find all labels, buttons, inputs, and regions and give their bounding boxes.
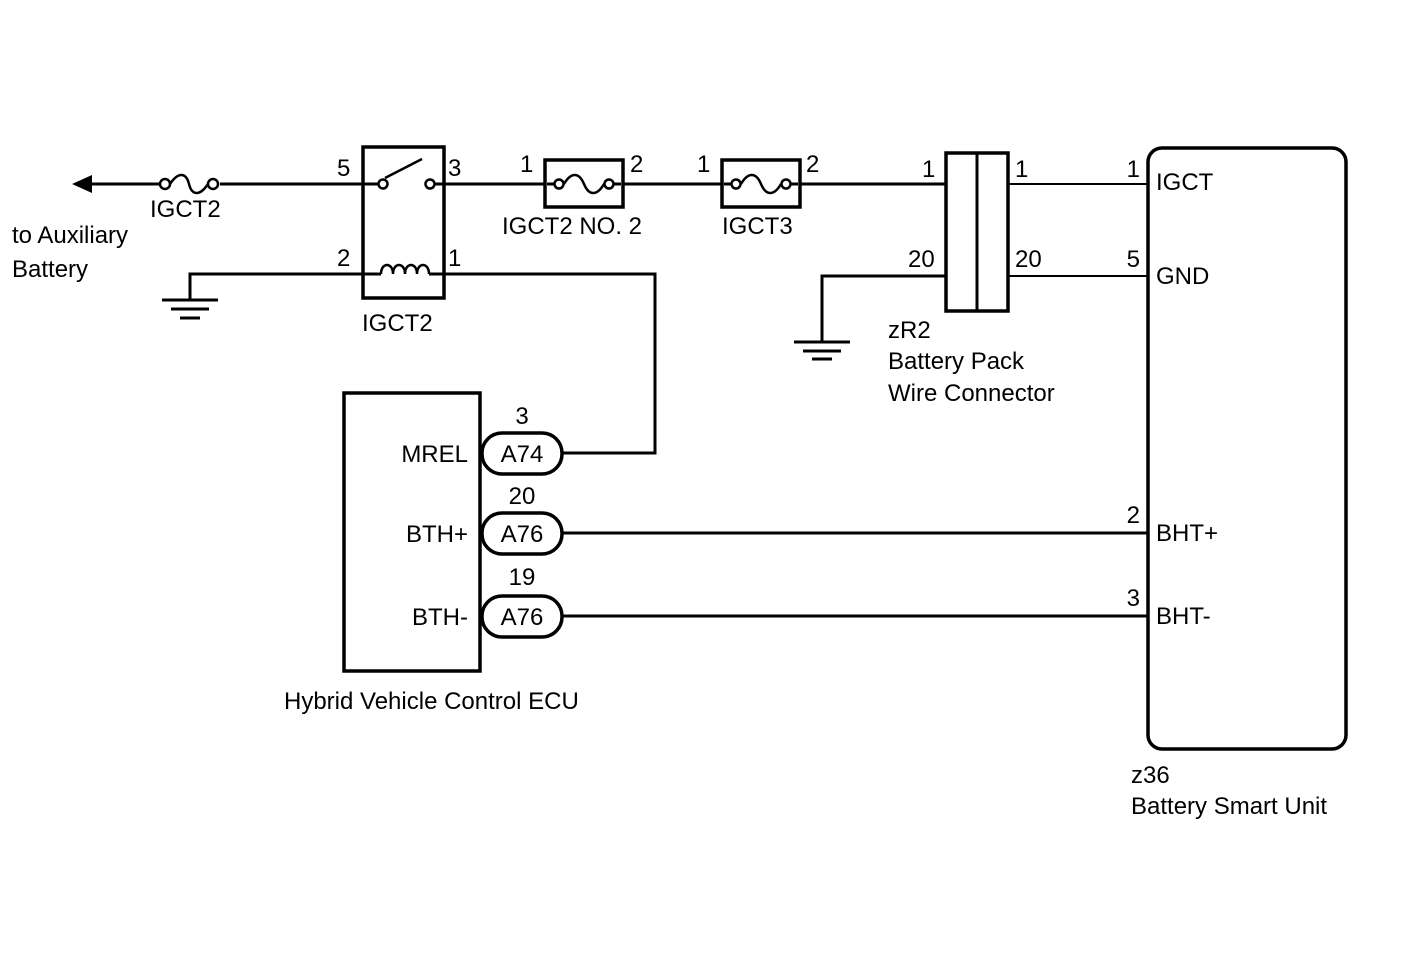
bsu-signal-igct: IGCT [1156, 169, 1214, 196]
fuse-icon [547, 173, 621, 195]
connector-pill [480, 511, 564, 556]
ecu-pin-mrel: 3 [515, 403, 528, 430]
relay-pin-5: 5 [337, 155, 350, 182]
wires [90, 182, 1148, 618]
wire-connector-ground [820, 274, 946, 342]
fuse-igct2-no2-label: IGCT2 NO. 2 [502, 213, 642, 240]
battery-smart-unit-box [1146, 146, 1348, 751]
relay-pin-3: 3 [448, 155, 461, 182]
wire-relay-coil-ground [188, 272, 365, 300]
wire-relay-to-mrel [443, 272, 657, 455]
aux-battery-label-2: Battery [12, 256, 88, 283]
fuse-igct2-no2 [543, 158, 625, 209]
ecu-signal-bth-minus: BTH- [412, 604, 468, 631]
ecu-pin-bth-plus: 20 [509, 483, 536, 510]
ecu-signal-mrel: MREL [401, 441, 468, 468]
switch-contact-icon [377, 178, 389, 190]
ecu-connector-bth-minus: A76 [501, 604, 544, 631]
ecu-connector-bth-plus: A76 [501, 521, 544, 548]
connector-id: zR2 [888, 317, 931, 344]
fuse-igct3-pin-1: 1 [697, 151, 710, 178]
connector-pin-20-right: 20 [1015, 246, 1042, 273]
fuse-box [720, 158, 802, 209]
connector-name-2: Wire Connector [888, 380, 1055, 407]
relay [361, 145, 446, 300]
bsu-pin-bht-minus: 3 [1127, 585, 1140, 612]
relay-pin-2: 2 [337, 245, 350, 272]
fuse-no2-pin-1: 1 [520, 151, 533, 178]
relay-coil-icon [365, 263, 443, 276]
fuse-box [543, 158, 625, 209]
ground-icon [794, 340, 850, 361]
bsu-signal-bht-minus: BHT- [1156, 603, 1211, 630]
connector-zr2 [944, 151, 1010, 313]
fuse-igct3 [720, 158, 802, 209]
connector-pin-1-right: 1 [1015, 156, 1028, 183]
bsu-name: Battery Smart Unit [1131, 793, 1327, 820]
ecu-name: Hybrid Vehicle Control ECU [284, 688, 579, 715]
ground-icon [162, 298, 218, 320]
bsu-id: z36 [1131, 762, 1170, 789]
fuse-igct2-label: IGCT2 [150, 196, 221, 223]
fuse-igct3-pin-2: 2 [806, 151, 819, 178]
bsu-signal-bht-plus: BHT+ [1156, 520, 1218, 547]
arrow-left-icon [72, 175, 92, 193]
relay-box [361, 145, 446, 300]
connector-pill [480, 431, 564, 476]
bsu-pin-bht-plus: 2 [1127, 502, 1140, 529]
relay-name: IGCT2 [362, 310, 433, 337]
connector-pin-20-left: 20 [908, 246, 935, 273]
bsu-signal-gnd: GND [1156, 263, 1209, 290]
bsu-pin-gnd: 5 [1127, 246, 1140, 273]
fuse-icon [724, 173, 798, 195]
ecu-pin-bth-minus: 19 [509, 564, 536, 591]
connector-pill [480, 594, 564, 639]
fuse-no2-pin-2: 2 [630, 151, 643, 178]
ecu-connector-mrel: A74 [501, 441, 544, 468]
fuse-icon [158, 173, 220, 195]
connector-name-1: Battery Pack [888, 348, 1025, 375]
bsu-pin-igct: 1 [1127, 156, 1140, 183]
connector-pin-1-left: 1 [922, 156, 935, 183]
relay-pin-1: 1 [448, 245, 461, 272]
ecu-box [342, 391, 482, 673]
switch-contact-icon [424, 178, 436, 190]
aux-battery-label-1: to Auxiliary [12, 222, 128, 249]
switch-blade-icon [384, 157, 423, 180]
fuse-igct3-label: IGCT3 [722, 213, 793, 240]
ecu-signal-bth-plus: BTH+ [406, 521, 468, 548]
